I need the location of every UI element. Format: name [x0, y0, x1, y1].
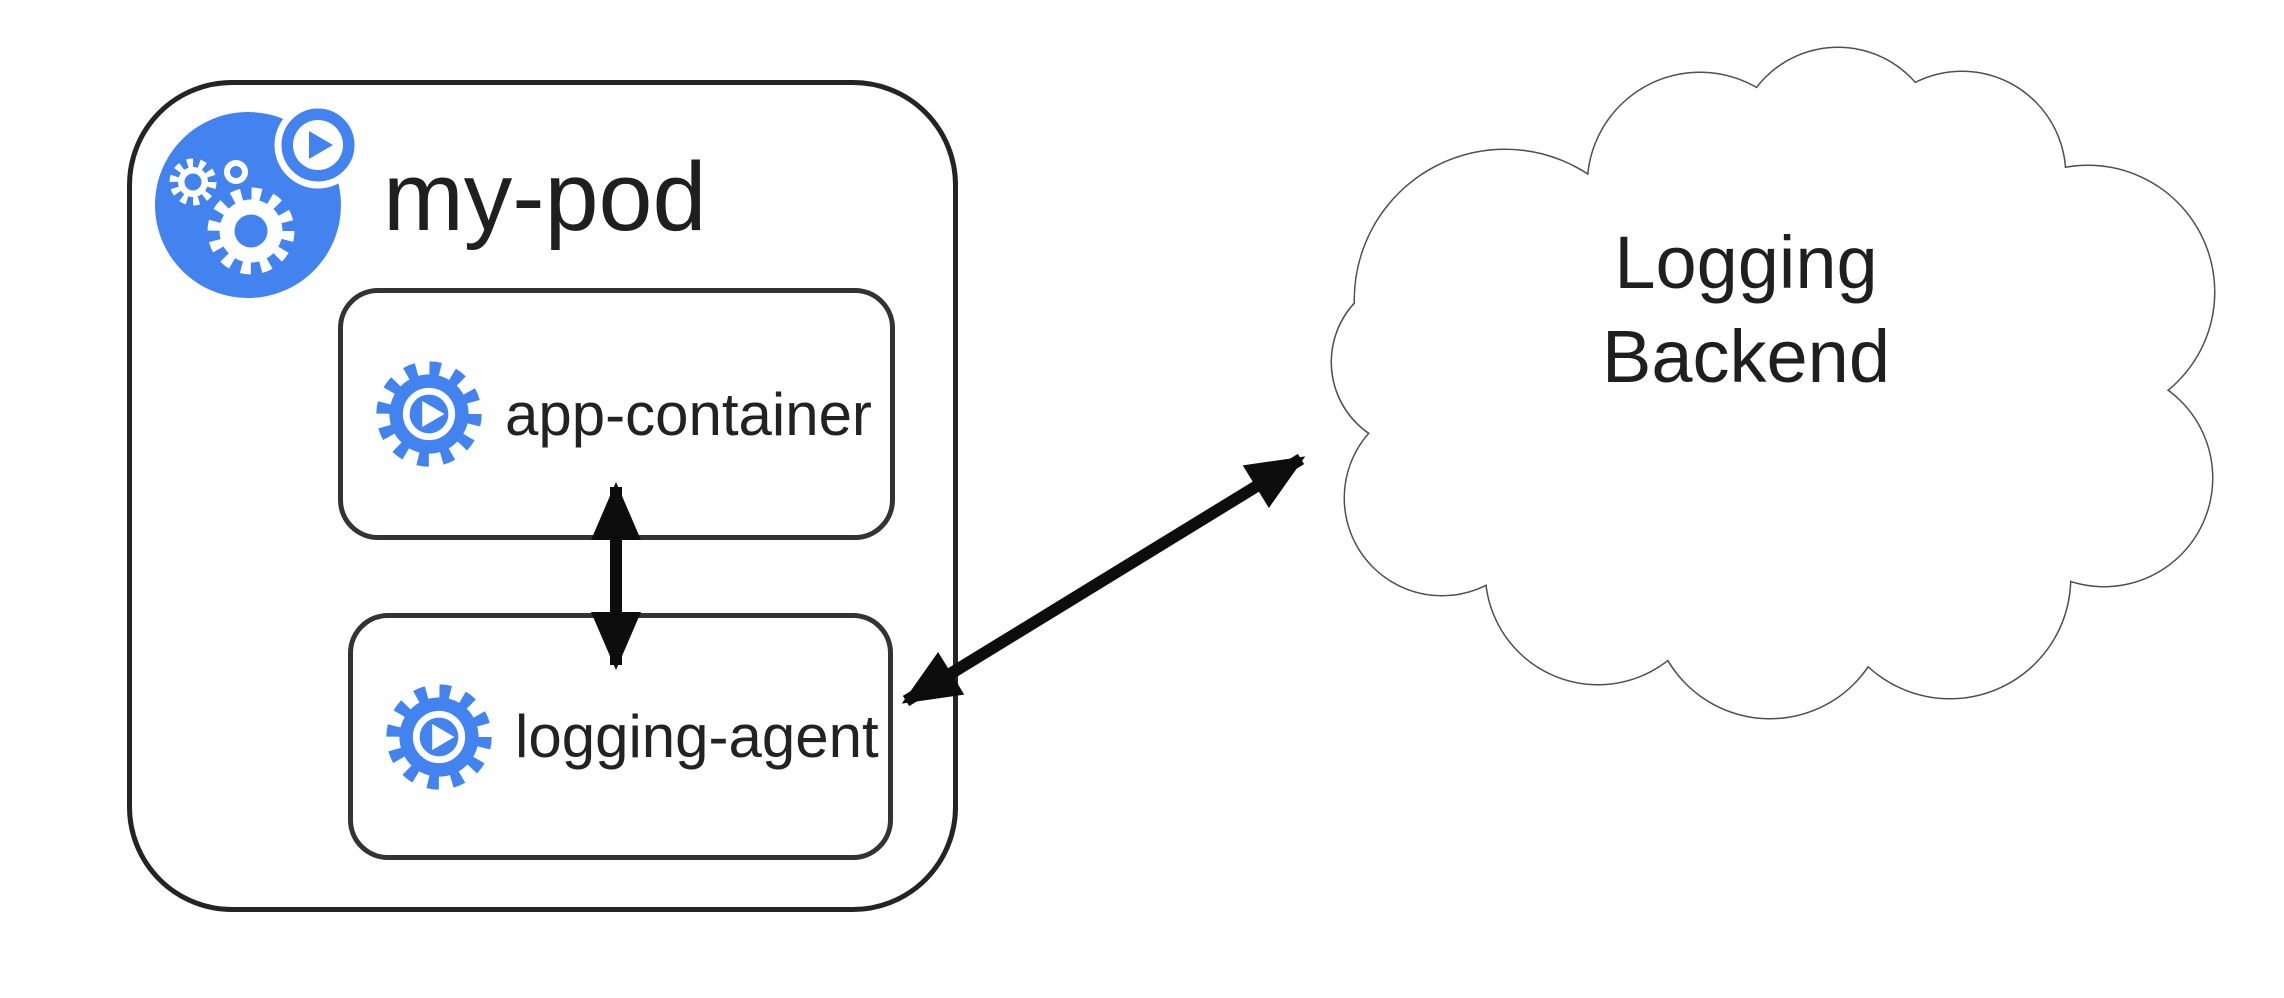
- play-icon: [309, 131, 333, 159]
- cloud-label-line2: Backend: [1602, 315, 1890, 398]
- big-gear-icon: [207, 187, 295, 275]
- play-icon: [432, 723, 455, 750]
- tiny-ring-icon: [224, 160, 248, 184]
- logging-agent-label: logging-agent: [515, 703, 879, 770]
- cloud-outline: [1330, 46, 2216, 720]
- play-icon: [422, 400, 445, 428]
- logging-agent-box: logging-agent: [348, 613, 893, 860]
- app-container-label: app-container: [505, 380, 872, 448]
- arrow-logging-to-backend: [901, 453, 1306, 707]
- pod-title: my-pod: [383, 142, 707, 251]
- cloud-label-line1: Logging: [1614, 221, 1877, 304]
- app-container-box: app-container: [338, 288, 895, 540]
- container-gear-play-icon: [386, 683, 492, 790]
- container-gear-play-icon: [376, 361, 482, 467]
- small-gear-icon: [169, 158, 217, 206]
- cloud-fill: [1332, 48, 2214, 718]
- kubernetes-pod-icon: [155, 102, 362, 298]
